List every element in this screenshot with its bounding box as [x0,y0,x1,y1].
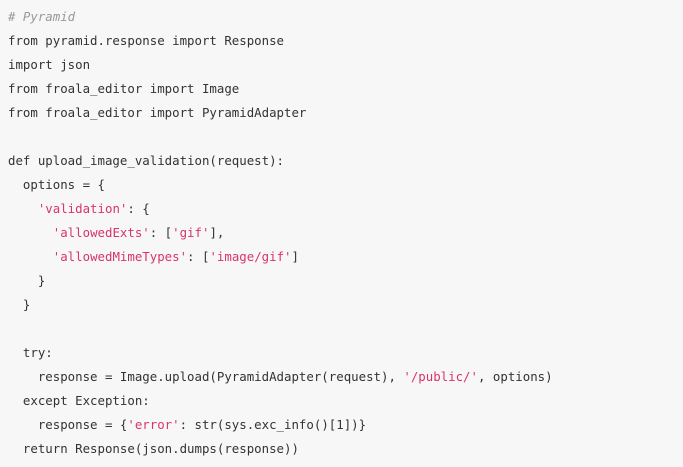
code-text: import json [8,57,91,72]
string-literal: 'allowedMimeTypes' [52,249,188,264]
code-line: from froala_editor import Image [8,77,683,101]
code-text: return Response(json.dumps(response)) [8,441,299,456]
code-line [8,317,683,341]
code-text: } [8,297,31,312]
code-line: 'allowedExts': ['gif'], [8,221,683,245]
code-text: except Exception: [8,393,150,408]
code-line: return Response(json.dumps(response)) [8,437,683,461]
string-literal: 'error' [127,417,180,432]
code-lines: # Pyramid from pyramid.response import Re… [8,5,683,461]
code-line: def upload_image_validation(request): [8,149,683,173]
code-text: } [8,273,46,288]
code-text: try: [8,345,53,360]
code-line: # Pyramid [8,5,683,29]
string-literal: '/public/' [403,369,478,384]
code-line: response = {'error': str(sys.exc_info()[… [8,413,683,437]
code-line: } [8,293,683,317]
code-line: import json [8,53,683,77]
code-line: 'allowedMimeTypes': ['image/gif'] [8,245,683,269]
code-text [8,201,38,216]
string-literal: 'image/gif' [209,249,292,264]
code-line [8,125,683,149]
code-text: , options) [477,369,553,384]
code-line: except Exception: [8,389,683,413]
string-literal: 'validation' [37,201,128,216]
code-text: def upload_image_validation(request): [8,153,285,168]
code-comment: # Pyramid [8,9,76,24]
code-line: } [8,269,683,293]
code-text: : [ [149,225,173,240]
code-text: : [ [187,249,210,264]
code-line: response = Image.upload(PyramidAdapter(r… [8,365,683,389]
code-text [8,249,53,264]
code-text: response = Image.upload(PyramidAdapter(r… [8,369,404,384]
code-text: ] [291,249,299,264]
code-text [8,225,53,240]
code-text: ], [209,225,225,240]
code-text: from pyramid.response import Response [8,33,285,48]
code-text: options = { [8,177,105,192]
code-text: from froala_editor import PyramidAdapter [8,105,307,120]
string-literal: 'gif' [172,225,210,240]
code-text: : str(sys.exc_info()[1])} [179,417,367,432]
code-text: response = { [8,417,128,432]
code-line: options = { [8,173,683,197]
code-line: try: [8,341,683,365]
code-line: 'validation': { [8,197,683,221]
code-text: : { [127,201,150,216]
code-text: from froala_editor import Image [8,81,240,96]
code-line: from pyramid.response import Response [8,29,683,53]
string-literal: 'allowedExts' [52,225,150,240]
code-line: from froala_editor import PyramidAdapter [8,101,683,125]
